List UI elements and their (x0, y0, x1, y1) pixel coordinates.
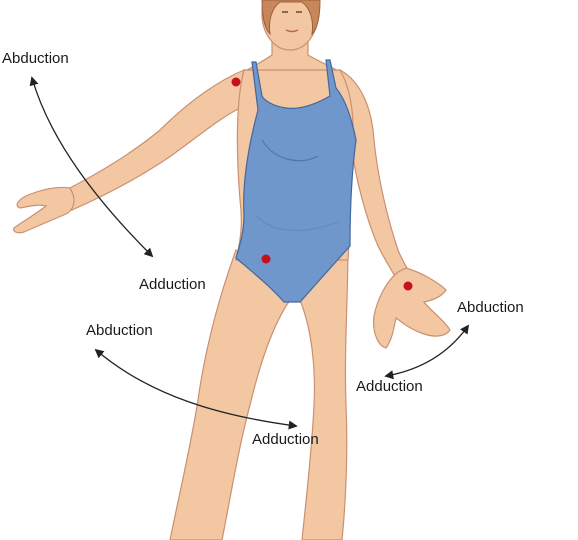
hair (261, 0, 321, 36)
arm-movement-arrow (29, 76, 154, 258)
wrist-movement-arrow (384, 324, 470, 380)
arm-adduction-label: Adduction (139, 276, 206, 293)
left-leg (169, 248, 291, 540)
shoulder-joint-marker (231, 77, 241, 87)
leg-adduction-label: Adduction (252, 431, 319, 448)
leg-abduction-label: Abduction (86, 322, 153, 339)
hip-joint-marker (261, 254, 271, 264)
right-hand (373, 267, 451, 349)
wrist-abduction-label: Abduction (457, 299, 524, 316)
arm-abduction-label: Abduction (2, 50, 69, 67)
leg-movement-arrow (94, 348, 298, 430)
swimsuit (235, 59, 357, 303)
wrist-joint-marker (403, 281, 413, 291)
wrist-adduction-label: Adduction (356, 378, 423, 395)
left-hand (13, 186, 75, 234)
